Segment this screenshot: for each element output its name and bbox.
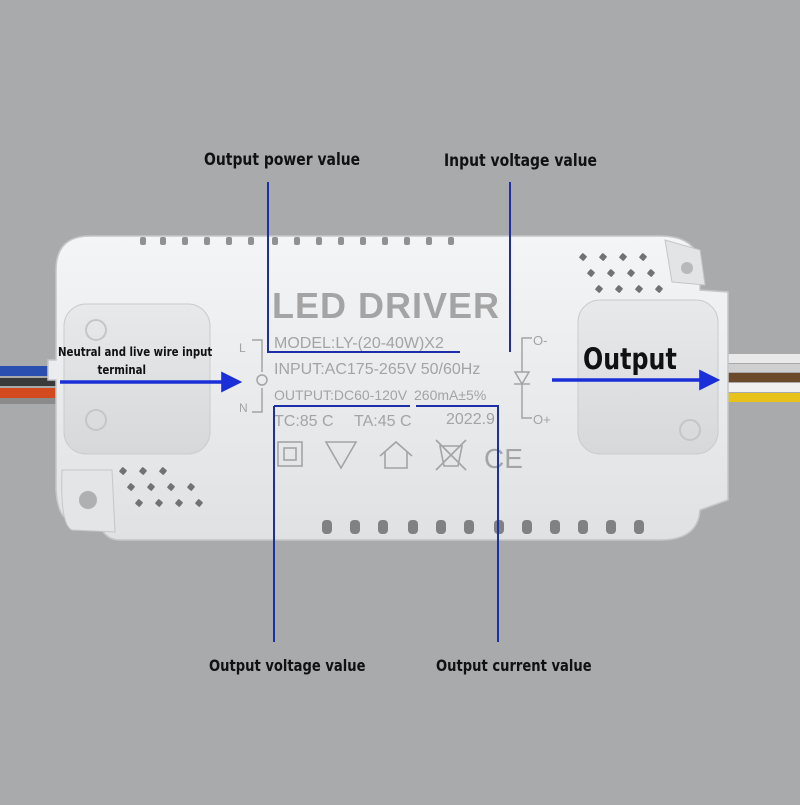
terminal-plus-mark: O+ bbox=[533, 412, 551, 427]
callout-lines bbox=[267, 182, 511, 642]
input-terminal-cover bbox=[63, 303, 211, 455]
input-terminal-callout-line1: Neutral and live wire input bbox=[58, 345, 213, 359]
f-mark-icon bbox=[324, 441, 358, 470]
output-wires bbox=[720, 354, 800, 402]
terminal-n-mark: N bbox=[239, 401, 248, 415]
weee-bin-icon bbox=[435, 439, 467, 471]
output-current-callout: Output current value bbox=[436, 656, 592, 675]
output-voltage-callout: Output voltage value bbox=[209, 656, 366, 675]
label-output-current: 260mA±5% bbox=[414, 387, 486, 403]
ce-mark: CE bbox=[484, 443, 523, 474]
output-callout: Output bbox=[583, 342, 677, 376]
certification-icons bbox=[277, 439, 467, 471]
double-insulation-icon bbox=[277, 441, 303, 467]
input-terminal-symbol bbox=[252, 339, 268, 413]
output-terminal-symbol bbox=[513, 337, 532, 419]
input-wires bbox=[0, 366, 70, 404]
output-power-callout: Output power value bbox=[204, 150, 361, 170]
label-model: MODEL:LY-(20-40W)X2 bbox=[274, 335, 444, 352]
input-terminal-callout-line2: terminal bbox=[97, 363, 147, 377]
label-input: INPUT:AC175-265V 50/60Hz bbox=[274, 361, 480, 378]
label-output-voltage: OUTPUT:DC60-120V bbox=[274, 387, 408, 403]
label-tc: TC:85 C bbox=[274, 413, 334, 430]
side-vent-grid-right bbox=[579, 253, 663, 293]
house-icon bbox=[379, 440, 413, 469]
label-ta: TA:45 C bbox=[354, 413, 412, 430]
label-date: 2022.9 bbox=[446, 411, 495, 428]
terminal-minus-mark: O- bbox=[533, 333, 547, 348]
terminal-l-mark: L bbox=[239, 341, 246, 355]
top-vent-holes bbox=[140, 237, 454, 245]
side-vent-grid-left bbox=[119, 467, 203, 507]
label-title: LED DRIVER bbox=[272, 285, 500, 326]
input-terminal-callout: Neutral and live wire input terminal bbox=[58, 343, 213, 379]
bottom-vent-holes bbox=[322, 520, 644, 534]
embossed-label: LED DRIVER MODEL:LY-(20-40W)X2 INPUT:AC1… bbox=[239, 285, 551, 474]
input-voltage-callout: Input voltage value bbox=[444, 151, 597, 171]
output-terminal-cover bbox=[577, 299, 719, 455]
